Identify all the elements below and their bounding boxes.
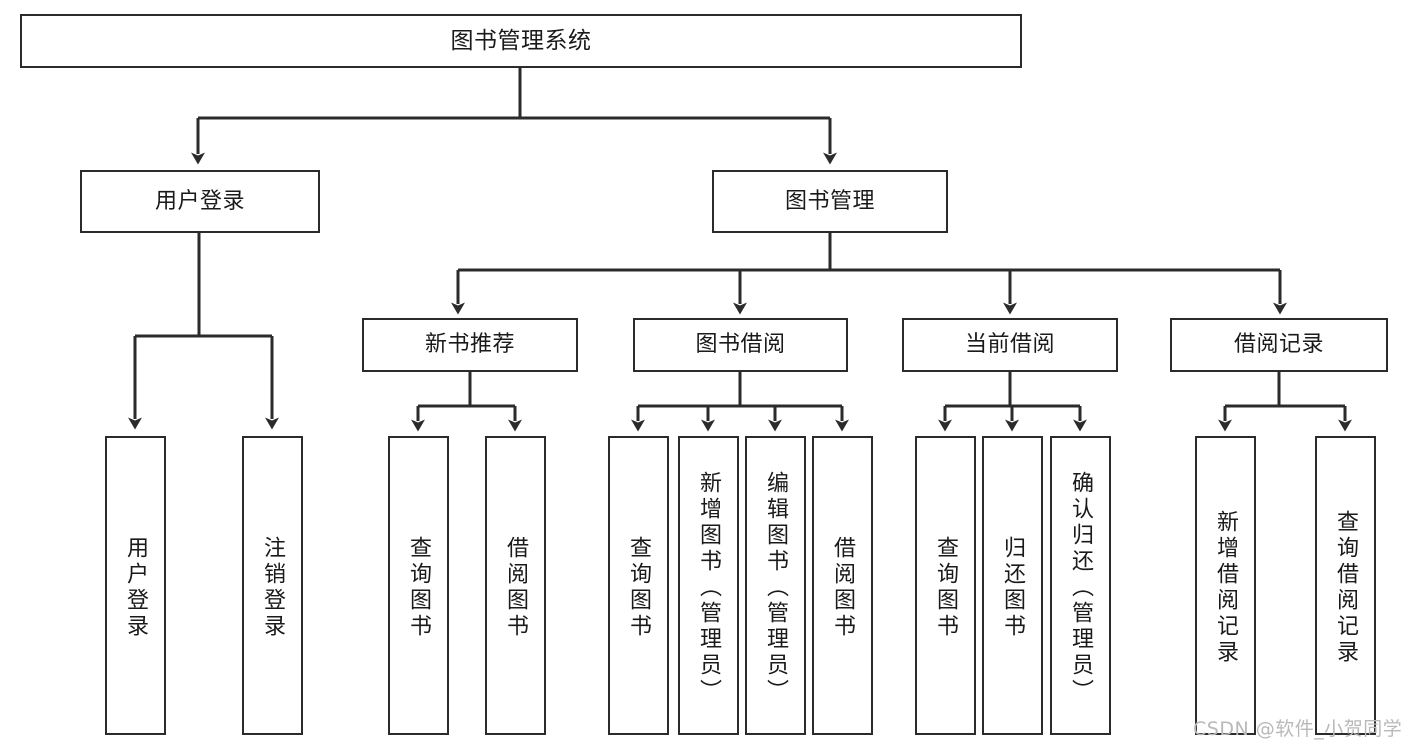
node-label: 借阅记录 — [1233, 332, 1324, 358]
node-label: 查询借阅记录 — [1333, 509, 1359, 666]
node-leaf-query-book-1[interactable]: 查询图书 — [388, 436, 449, 735]
node-label: 查询图书 — [933, 535, 959, 640]
node-leaf-query-book-3[interactable]: 查询图书 — [915, 436, 976, 735]
node-leaf-edit-book[interactable]: 编辑图书（管理员） — [745, 436, 806, 735]
node-label: 编辑图书（管理员） — [763, 470, 789, 705]
node-current-borrow[interactable]: 当前借阅 — [902, 318, 1118, 372]
node-label: 新书推荐 — [424, 332, 515, 358]
watermark-text: CSDN @软件_小贺同学 — [1193, 718, 1403, 740]
node-label: 图书管理系统 — [450, 27, 592, 54]
node-label: 图书借阅 — [695, 332, 786, 358]
node-user-login[interactable]: 用户登录 — [80, 170, 320, 233]
node-leaf-logout-login[interactable]: 注销登录 — [242, 436, 303, 735]
node-leaf-user-login[interactable]: 用户登录 — [105, 436, 166, 735]
node-book-management[interactable]: 图书管理 — [712, 170, 948, 233]
node-leaf-add-record[interactable]: 新增借阅记录 — [1195, 436, 1256, 735]
node-label: 新增借阅记录 — [1213, 509, 1239, 666]
node-leaf-return-book[interactable]: 归还图书 — [982, 436, 1043, 735]
node-label: 查询图书 — [626, 535, 652, 640]
node-label: 新增图书（管理员） — [696, 470, 722, 705]
node-label: 注销登录 — [260, 535, 286, 640]
node-leaf-query-record[interactable]: 查询借阅记录 — [1315, 436, 1376, 735]
node-label: 借阅图书 — [830, 535, 856, 640]
node-new-book-recommend[interactable]: 新书推荐 — [362, 318, 578, 372]
node-label: 用户登录 — [154, 188, 245, 214]
node-label: 确认归还（管理员） — [1068, 470, 1094, 705]
node-label: 用户登录 — [123, 535, 149, 640]
node-book-borrow[interactable]: 图书借阅 — [633, 318, 848, 372]
node-label: 查询图书 — [406, 535, 432, 640]
node-label: 借阅图书 — [503, 535, 529, 640]
node-root-book-management-system[interactable]: 图书管理系统 — [20, 14, 1022, 68]
node-label: 当前借阅 — [964, 332, 1055, 358]
node-leaf-add-book[interactable]: 新增图书（管理员） — [678, 436, 739, 735]
node-label: 归还图书 — [1000, 535, 1026, 640]
node-leaf-borrow-book-1[interactable]: 借阅图书 — [485, 436, 546, 735]
node-leaf-confirm-return[interactable]: 确认归还（管理员） — [1050, 436, 1111, 735]
node-leaf-query-book-2[interactable]: 查询图书 — [608, 436, 669, 735]
node-label: 图书管理 — [784, 188, 875, 214]
node-borrow-record[interactable]: 借阅记录 — [1170, 318, 1388, 372]
node-leaf-borrow-book-2[interactable]: 借阅图书 — [812, 436, 873, 735]
